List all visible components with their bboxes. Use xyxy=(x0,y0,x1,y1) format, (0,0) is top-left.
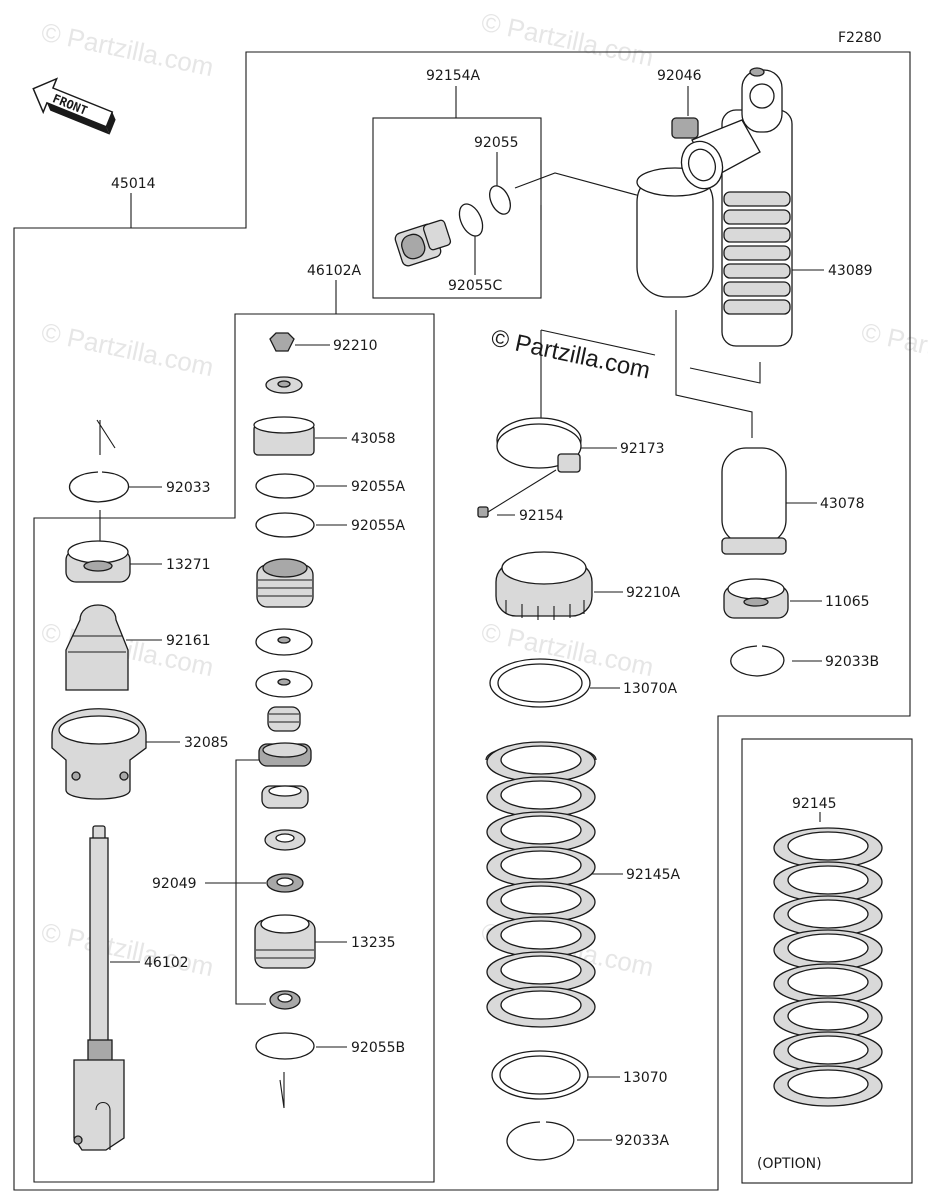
label-92033A: 92033A xyxy=(615,1133,670,1149)
label-92154: 92154 xyxy=(519,508,564,524)
watermark-text: © Partzilla.com xyxy=(859,317,928,383)
bump-rubber-92161 xyxy=(65,604,129,691)
option-box xyxy=(741,738,913,1184)
spring-seat-13070 xyxy=(491,1050,589,1100)
label-13070A: 13070A xyxy=(623,681,678,697)
circlip-92033A xyxy=(506,1121,575,1161)
label-13070: 13070 xyxy=(623,1070,668,1086)
collar-13271 xyxy=(65,540,131,583)
diagram-code: F2280 xyxy=(838,30,882,46)
front-arrow-icon: FRONT xyxy=(32,77,116,135)
cap-32085 xyxy=(51,708,147,800)
watermark-text: © Partzilla.com xyxy=(489,324,653,384)
label-92161: 92161 xyxy=(166,633,211,649)
part-labels: 45014 92154A 92046 92055 92055C 43089 46… xyxy=(111,68,879,1172)
rod-guide-13235 xyxy=(254,914,316,969)
label-43089: 43089 xyxy=(828,263,873,279)
piston-ring-43058 xyxy=(253,416,315,456)
bushing-92046 xyxy=(671,117,699,139)
watermark-text: © Partzilla.com xyxy=(39,917,217,983)
label-92210: 92210 xyxy=(333,338,378,354)
o-ring-92055C xyxy=(458,203,484,237)
label-92055A-upper: 92055A xyxy=(351,479,406,495)
option-label: (OPTION) xyxy=(757,1156,822,1172)
leader-lines xyxy=(96,86,824,1141)
o-ring-92055A-upper xyxy=(255,473,315,499)
o-ring-92055A-lower xyxy=(255,512,315,538)
piston xyxy=(256,558,314,608)
bushing xyxy=(269,990,301,1010)
spring-seat-13070A xyxy=(489,658,591,708)
label-92210A: 92210A xyxy=(626,585,681,601)
label-13271: 13271 xyxy=(166,557,211,573)
subassembly-46102A-outline xyxy=(33,313,435,1183)
label-92055: 92055 xyxy=(474,135,519,151)
spring-92145A xyxy=(485,741,597,1028)
cover-43078 xyxy=(721,447,787,555)
label-92049: 92049 xyxy=(152,876,197,892)
o-ring-92055 xyxy=(489,185,511,215)
label-92055A-lower: 92055A xyxy=(351,518,406,534)
label-92145A: 92145A xyxy=(626,867,681,883)
seal-stack xyxy=(258,742,312,851)
spring-92145-option xyxy=(773,827,883,1107)
label-45014: 45014 xyxy=(111,176,156,192)
label-92154A: 92154A xyxy=(426,68,481,84)
bolt-92154 xyxy=(477,469,557,518)
valve-92154A xyxy=(394,219,452,267)
label-92046: 92046 xyxy=(657,68,702,84)
label-92055B: 92055B xyxy=(351,1040,405,1056)
label-92055C: 92055C xyxy=(448,278,503,294)
nut-92210 xyxy=(269,332,295,352)
label-46102A: 46102A xyxy=(307,263,362,279)
label-92145: 92145 xyxy=(792,796,837,812)
o-ring-92055B xyxy=(255,1032,315,1060)
washer-stack xyxy=(265,376,303,394)
label-32085: 32085 xyxy=(184,735,229,751)
shim-stack xyxy=(255,628,313,732)
piston-rod-46102 xyxy=(73,825,125,1151)
watermark-text: © Partzilla.com xyxy=(39,17,217,83)
seal-92049 xyxy=(266,873,304,893)
assembly-outline xyxy=(13,51,911,1191)
watermark-text: © Partzilla.com xyxy=(479,7,657,73)
label-92173: 92173 xyxy=(620,441,665,457)
label-43078: 43078 xyxy=(820,496,865,512)
clamp-92173 xyxy=(496,417,582,473)
label-11065: 11065 xyxy=(825,594,870,610)
spring-adjuster-92210A xyxy=(495,551,593,620)
label-92033B: 92033B xyxy=(825,654,879,670)
label-46102: 46102 xyxy=(144,955,189,971)
label-92033: 92033 xyxy=(166,480,211,496)
cap-11065 xyxy=(723,578,789,619)
label-13235: 13235 xyxy=(351,935,396,951)
shock-body-43089 xyxy=(636,67,793,347)
label-43058: 43058 xyxy=(351,431,396,447)
circlip-92033 xyxy=(69,471,130,503)
watermark-text: © Partzilla.com xyxy=(39,317,217,383)
circlip-92033B xyxy=(730,645,785,677)
